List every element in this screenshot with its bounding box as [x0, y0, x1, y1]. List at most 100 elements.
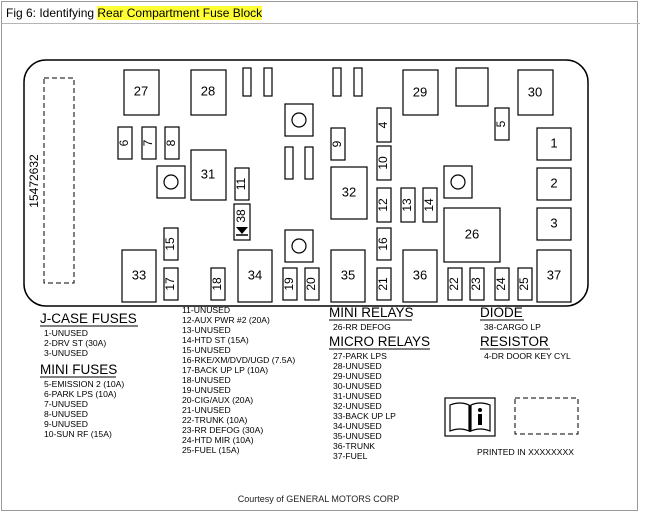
jcase-fuse-2 [536, 167, 572, 201]
minifuses-heading: MINI FUSES [40, 362, 117, 377]
printed-in: PRINTED IN XXXXXXXX [477, 447, 574, 457]
mini-fuse-6 [117, 126, 133, 160]
mini-fuse-8 [164, 126, 180, 160]
mini-relay-26 [443, 207, 501, 263]
mini-fuse-12 [376, 187, 392, 223]
slot-label-26: 26 [465, 226, 479, 241]
middle-list-item: 19-UNUSED [182, 385, 231, 395]
slot-label-3: 3 [550, 215, 557, 230]
mini-fuse-14 [422, 187, 438, 223]
mini-fuse-21 [376, 267, 392, 301]
empty-cavity [353, 67, 363, 97]
relay-28 [190, 69, 227, 116]
microrelay-item: 33-BACK UP LP [333, 411, 396, 421]
middle-list-item: 16-RKE/XM/DVD/UGD (7.5A) [182, 355, 295, 365]
minifuse-item: 6-PARK LPS (10A) [44, 389, 117, 399]
slot-label-33: 33 [132, 267, 146, 282]
mini-fuse-11 [234, 167, 250, 201]
relay-33 [121, 249, 157, 303]
microrelay-item: 35-UNUSED [333, 431, 382, 441]
slot-label-35: 35 [341, 267, 355, 282]
mini-fuse-10 [376, 145, 392, 181]
diode-symbol-icon [236, 227, 248, 234]
slot-label-34: 34 [248, 267, 262, 282]
relay-30 [517, 69, 554, 116]
middle-list-item: 21-UNUSED [182, 405, 231, 415]
slot-label-29: 29 [413, 84, 427, 99]
mounting-hole-top [291, 112, 307, 128]
microrelay-item: 30-UNUSED [333, 381, 382, 391]
slot-label-37: 37 [547, 267, 561, 282]
slot-label-17: 17 [163, 277, 177, 291]
slot-label-13: 13 [400, 198, 414, 212]
slot-label-38: 38 [234, 209, 248, 223]
slot-label-19: 19 [282, 277, 296, 291]
slot-label-15: 15 [163, 237, 177, 251]
slot-label-27: 27 [134, 83, 148, 98]
mini-fuse-18 [210, 267, 226, 301]
relay-32 [330, 166, 368, 220]
slot-label-5: 5 [494, 120, 508, 127]
relay-37 [536, 249, 572, 303]
minifuse-item: 9-UNUSED [44, 419, 88, 429]
microrelay-item: 37-FUEL [333, 451, 368, 461]
courtesy-credit: Courtesy of GENERAL MOTORS CORP [237, 494, 400, 504]
middle-list-item: 18-UNUSED [182, 375, 231, 385]
minifuse-item: 5-EMISSION 2 (10A) [44, 379, 124, 389]
empty-cavity [263, 67, 273, 97]
figure-title-highlight: Rear Compartment Fuse Block [97, 6, 263, 20]
slot-label-22: 22 [447, 277, 461, 291]
jcase-item: 1-UNUSED [44, 328, 88, 338]
microrelay-item: 36-TRUNK [333, 441, 375, 451]
minirelay-item: 26-RR DEFOG [333, 322, 391, 332]
slot-label-25: 25 [517, 277, 531, 291]
mini-fuse-22 [447, 267, 463, 301]
resistor-heading: RESISTOR [480, 334, 549, 349]
mini-fuse-15 [163, 227, 179, 261]
diode-38 [233, 203, 251, 241]
slot-label-2: 2 [550, 175, 557, 190]
jcase-fuse-3 [536, 207, 572, 241]
slot-label-10: 10 [376, 156, 390, 170]
mounting-hole-right [450, 174, 466, 190]
minifuse-item: 8-UNUSED [44, 409, 88, 419]
microrelay-item: 34-UNUSED [333, 421, 382, 431]
mini-fuse-16 [376, 227, 392, 261]
mini-fuse-13 [400, 187, 416, 223]
slot-label-8: 8 [164, 139, 178, 146]
diode-item: 38-CARGO LP [484, 322, 541, 332]
resistor-item: 4-DR DOOR KEY CYL [484, 351, 571, 361]
relay-36 [402, 249, 438, 303]
slot-label-36: 36 [413, 267, 427, 282]
microrelays-heading: MICRO RELAYS [329, 334, 430, 349]
slot-label-16: 16 [376, 237, 390, 251]
middle-list-item: 20-CIG/AUX (20A) [182, 395, 253, 405]
middle-list-item: 11-UNUSED [182, 305, 230, 315]
slot-label-18: 18 [210, 277, 224, 291]
microrelay-item: 29-UNUSED [333, 371, 382, 381]
middle-list-item: 15-UNUSED [182, 345, 231, 355]
jcase-item: 3-UNUSED [44, 348, 88, 358]
middle-list-item: 14-HTD ST (15A) [182, 335, 249, 345]
middle-list-item: 23-RR DEFOG (30A) [182, 425, 263, 435]
slot-label-31: 31 [201, 166, 215, 181]
microrelay-item: 32-UNUSED [333, 401, 382, 411]
mini-fuse-25 [517, 267, 533, 301]
mini-fuse-19 [282, 267, 298, 301]
middle-list-item: 24-HTD MIR (10A) [182, 435, 254, 445]
mini-fuse-20 [304, 267, 320, 301]
figure-frame [1, 1, 638, 511]
mini-fuse-23 [469, 267, 485, 301]
mounting-boss-bottom [284, 229, 314, 263]
slot-label-4: 4 [376, 121, 390, 128]
unlabeled-socket-top [455, 67, 489, 107]
relay-35 [330, 249, 366, 303]
empty-cavity [332, 67, 342, 97]
slot-label-32: 32 [342, 184, 356, 199]
part-number: 15472632 [27, 154, 41, 208]
middle-list-item: 12-AUX PWR #2 (20A) [182, 315, 270, 325]
label-area-dashed [514, 397, 579, 435]
mini-fuse-24 [494, 267, 510, 301]
jcase-fuse-1 [536, 127, 572, 161]
